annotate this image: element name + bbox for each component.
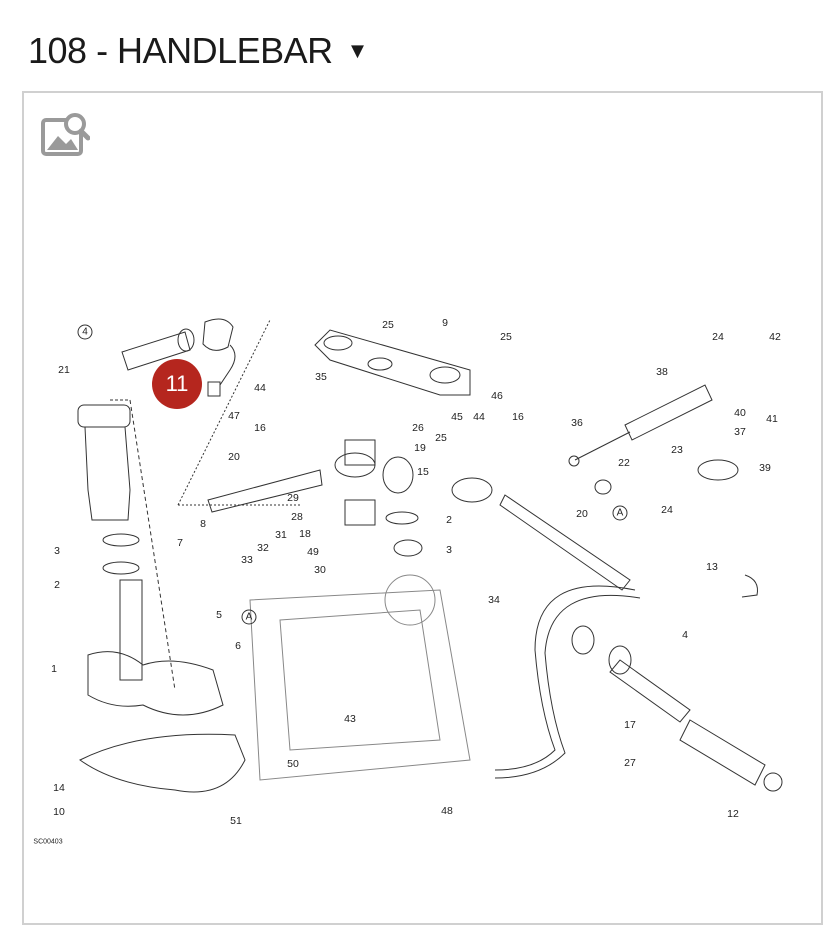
callout-label[interactable]: 33	[241, 554, 253, 566]
callout-label[interactable]: 28	[291, 511, 303, 523]
right-grip-part	[494, 574, 783, 792]
callout-label[interactable]: 40	[734, 407, 746, 419]
left-clipon-part	[177, 319, 423, 557]
image-search-icon[interactable]	[40, 110, 90, 158]
callout-label[interactable]: 32	[257, 542, 269, 554]
callout-label[interactable]: 10	[53, 806, 65, 818]
callout-label[interactable]: 45	[451, 411, 463, 423]
callout-label[interactable]: 21	[58, 364, 70, 376]
caret-down-icon[interactable]: ▼	[346, 38, 369, 63]
steering-bearing-part	[77, 399, 246, 793]
callout-label[interactable]: 12	[727, 808, 739, 820]
callout-label[interactable]: 46	[491, 390, 503, 402]
callout-label[interactable]: 43	[344, 713, 356, 725]
hotspot-badge-11[interactable]: 11	[152, 359, 202, 409]
callout-label[interactable]: 48	[441, 805, 453, 817]
steering-damper-part	[568, 384, 739, 495]
callout-label[interactable]: 41	[766, 413, 778, 425]
diagram-code: SC00403	[33, 838, 63, 846]
callout-label[interactable]: 4	[77, 324, 93, 340]
left-grip-part	[121, 318, 236, 397]
callout-label[interactable]: 44	[254, 382, 266, 394]
callout-label[interactable]: 18	[299, 528, 311, 540]
callout-label[interactable]: 29	[287, 492, 299, 504]
callout-label[interactable]: 22	[618, 457, 630, 469]
frame-part	[249, 574, 471, 781]
callout-label[interactable]: 25	[435, 432, 447, 444]
callout-label[interactable]: 37	[734, 426, 746, 438]
callout-label[interactable]: 25	[500, 331, 512, 343]
callout-label[interactable]: 35	[315, 371, 327, 383]
callout-label[interactable]: 27	[624, 757, 636, 769]
callout-label[interactable]: 9	[442, 317, 448, 329]
callout-label[interactable]: 14	[53, 782, 65, 794]
callout-label[interactable]: 13	[706, 561, 718, 573]
diagram-panel	[22, 91, 823, 925]
callout-label[interactable]: 3	[446, 544, 452, 556]
callout-label[interactable]: 47	[228, 410, 240, 422]
callout-label[interactable]: 31	[275, 529, 287, 541]
callout-label[interactable]: 25	[382, 319, 394, 331]
right-clipon-part	[451, 477, 631, 591]
callout-label[interactable]: 38	[656, 366, 668, 378]
callout-label[interactable]: 44	[473, 411, 485, 423]
callout-label[interactable]: 24	[712, 331, 724, 343]
callout-label[interactable]: 36	[571, 417, 583, 429]
callout-label[interactable]: 16	[512, 411, 524, 423]
callout-label[interactable]: 51	[230, 815, 242, 827]
callout-label[interactable]: 30	[314, 564, 326, 576]
callout-label[interactable]: 24	[661, 504, 673, 516]
callout-label[interactable]: 8	[200, 518, 206, 530]
callout-label[interactable]: A	[241, 609, 257, 625]
callout-label[interactable]: 5	[216, 609, 222, 621]
callout-label[interactable]: 2	[446, 514, 452, 526]
callout-label[interactable]: 3	[54, 545, 60, 557]
page-title: 108 - HANDLEBAR ▼	[28, 30, 368, 72]
callout-label[interactable]: 39	[759, 462, 771, 474]
callout-label[interactable]: A	[612, 505, 628, 521]
callout-label[interactable]: 23	[671, 444, 683, 456]
callout-label[interactable]: 19	[414, 442, 426, 454]
callout-label[interactable]: 26	[412, 422, 424, 434]
callout-label[interactable]: 17	[624, 719, 636, 731]
callout-label[interactable]: 20	[576, 508, 588, 520]
title-text: 108 - HANDLEBAR	[28, 30, 333, 71]
callout-label[interactable]: 20	[228, 451, 240, 463]
callout-label[interactable]: 16	[254, 422, 266, 434]
callout-label[interactable]: 7	[177, 537, 183, 549]
callout-label[interactable]: 4	[682, 629, 688, 641]
top-clamp-part	[314, 329, 471, 396]
callout-label[interactable]: 34	[488, 594, 500, 606]
callout-label[interactable]: 50	[287, 758, 299, 770]
callout-label[interactable]: 6	[235, 640, 241, 652]
callout-label[interactable]: 15	[417, 466, 429, 478]
callout-label[interactable]: 42	[769, 331, 781, 343]
callout-label[interactable]: 1	[51, 663, 57, 675]
callout-label[interactable]: 49	[307, 546, 319, 558]
callout-label[interactable]: 2	[54, 579, 60, 591]
